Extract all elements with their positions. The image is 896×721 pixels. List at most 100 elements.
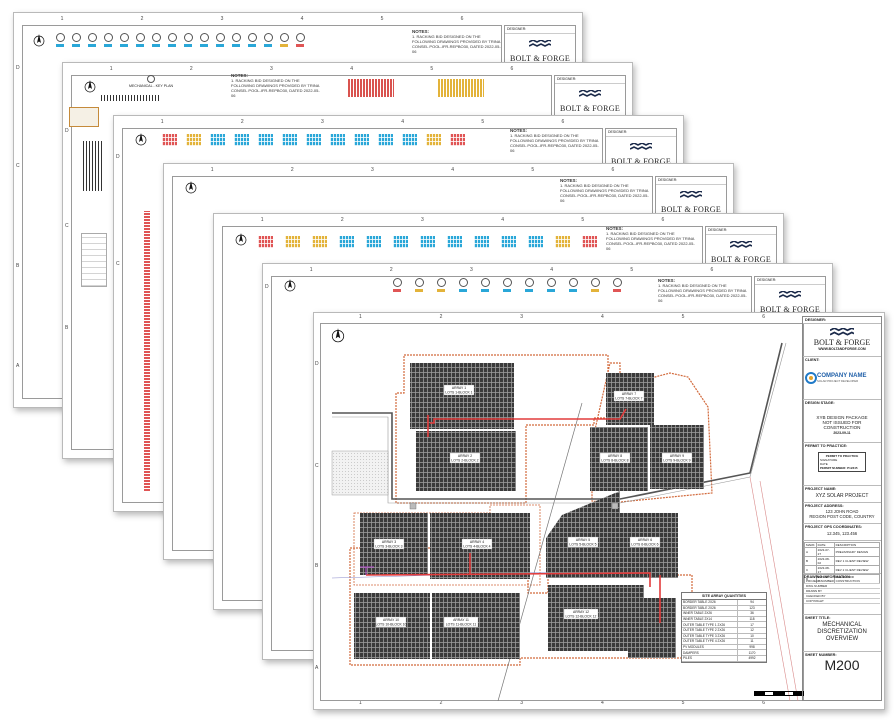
- equipment-icon-row: [56, 33, 305, 47]
- cable-route: [365, 408, 661, 623]
- module-table-row: [162, 134, 465, 146]
- array-label: ARRAY 10: [383, 618, 399, 622]
- svg-text:LOTS 4-BLOCK 4: LOTS 4-BLOCK 4: [463, 545, 490, 549]
- brand-mark-icon: [579, 90, 601, 97]
- notes-block: NOTES: 1. RACKING BID DESIGNED ON THE FO…: [510, 128, 599, 153]
- array-label: ARRAY 11: [453, 618, 469, 622]
- existing-area: [331, 450, 389, 496]
- outer-table-preview-2: [438, 79, 484, 97]
- sheet-number: M200: [824, 657, 860, 673]
- client-logo: COMPANY NAME SOLAR PROJECT DEVELOPER: [805, 372, 879, 384]
- svg-text:LOTS 3-BLOCK 3: LOTS 3-BLOCK 3: [375, 545, 402, 549]
- company-logo-icon: [805, 372, 817, 384]
- sheet-title: MECHANICAL DISCRETIZATION OVERVIEW: [817, 622, 867, 642]
- north-arrow-icon: [33, 34, 45, 47]
- brand-mark-icon: [730, 241, 752, 248]
- key-plan-title: MECHANICAL - KEY PLAN: [129, 75, 173, 88]
- table-row: DRAWN BY: [804, 588, 880, 594]
- access-road: [332, 342, 783, 500]
- brand-mark-icon: [779, 291, 801, 298]
- svg-text:LOTS 7-BLOCK 7: LOTS 7-BLOCK 7: [615, 397, 642, 401]
- table-row: DWG NUMBER: [804, 583, 880, 589]
- svg-text:LOTS 1-BLOCK 1: LOTS 1-BLOCK 1: [445, 391, 472, 395]
- svg-text:LOTS 11-BLOCK 11: LOTS 11-BLOCK 11: [446, 623, 477, 627]
- svg-text:LOTS 6-BLOCK 6: LOTS 6-BLOCK 6: [631, 543, 658, 547]
- brand-mark-icon: [529, 40, 551, 47]
- key-plan-strip: [101, 95, 161, 101]
- north-arrow-icon: [331, 328, 345, 343]
- array-labels: ARRAY 1 LOTS 1-BLOCK 1 ARRAY 2 LOTS 2-BL…: [373, 384, 693, 628]
- array-label: ARRAY 8: [608, 454, 622, 458]
- notes-block: NOTES: 1. RACKING BID DESIGNED ON THE FO…: [231, 73, 320, 98]
- permit-stamp: PERMIT TO PRACTICE SIGNATURE DATE PERMIT…: [818, 452, 866, 472]
- north-arrow-icon: [135, 133, 147, 146]
- array-label: ARRAY 1: [452, 386, 466, 390]
- svg-text:LOTS 9-BLOCK 9: LOTS 9-BLOCK 9: [663, 459, 690, 463]
- array-label: ARRAY 6: [638, 538, 652, 542]
- drawing-info-table: PROJECT NUMBER DWG NUMBER DRAWN BY CHECK…: [804, 579, 880, 604]
- svg-text:LOTS 8-BLOCK 8: LOTS 8-BLOCK 8: [601, 459, 628, 463]
- outer-table-preview: [348, 79, 394, 97]
- array-blocks: [354, 363, 704, 659]
- svg-text:LOTS 5-BLOCK 5: LOTS 5-BLOCK 5: [569, 543, 596, 547]
- drawing-frame: [320, 323, 804, 701]
- table-row: PROJECT NUMBER: [804, 579, 880, 584]
- svg-text:LOTS 2-BLOCK 2: LOTS 2-BLOCK 2: [451, 459, 478, 463]
- array-label: ARRAY 2: [458, 454, 472, 458]
- array-label: ARRAY 7: [622, 392, 636, 396]
- array-label: ARRAY 3: [382, 540, 396, 544]
- notes-block: NOTES: 1. RACKING BID DESIGNED ON THE FO…: [412, 29, 501, 54]
- brand-logo: BOLT & FORGE WWW.BOLTANDFORGE.COM: [803, 324, 881, 357]
- notes-block: NOTES: 1. RACKING BID DESIGNED ON THE FO…: [560, 178, 649, 203]
- site-plan: ARRAY 1 LOTS 1-BLOCK 1 ARRAY 2 LOTS 2-BL…: [331, 342, 799, 701]
- scale-bar: [754, 691, 804, 696]
- module-table-row: [258, 236, 597, 248]
- title-block: DESIGNER: BOLT & FORGE WWW.BOLTANDFORGE.…: [802, 316, 882, 701]
- array-label: ARRAY 5: [576, 538, 590, 542]
- equipment-icon-row: [393, 278, 622, 292]
- north-arrow-icon: [284, 279, 296, 292]
- array-label: ARRAY 4: [470, 540, 484, 544]
- table-row: COPYRIGHT: [804, 598, 880, 604]
- north-arrow-icon: [185, 181, 197, 194]
- key-plan-building: [69, 107, 99, 127]
- table-row: CHECKED BY: [804, 593, 880, 599]
- brand-mark-icon: [829, 327, 855, 336]
- svg-text:LOTS 10-BLOCK 10: LOTS 10-BLOCK 10: [376, 623, 407, 627]
- array-label: ARRAY 12: [573, 610, 589, 614]
- key-plan-array: [83, 141, 103, 191]
- legend-table: [81, 233, 107, 287]
- array-label: ARRAY 9: [670, 454, 684, 458]
- brand-logo: BOLT & FORGE: [555, 84, 625, 119]
- north-arrow-icon: [84, 80, 96, 93]
- north-arrow-icon: [235, 233, 247, 246]
- brand-mark-icon: [630, 143, 652, 150]
- notes-block: NOTES: 1. RACKING BID DESIGNED ON THE FO…: [606, 226, 695, 251]
- notes-block: NOTES: 1. RACKING BID DESIGNED ON THE FO…: [658, 278, 747, 303]
- brand-mark-icon: [680, 191, 702, 198]
- svg-text:LOTS 12-BLOCK 12: LOTS 12-BLOCK 12: [566, 615, 597, 619]
